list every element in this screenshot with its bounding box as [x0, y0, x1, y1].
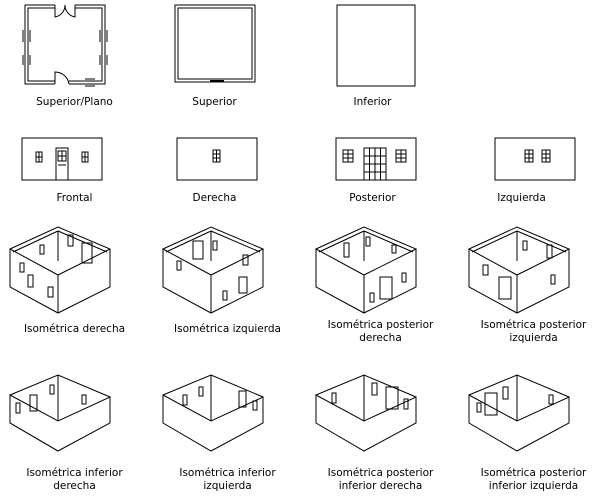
view-iso-inferior-izquierda[interactable]: Isométrica inferior izquierda — [153, 375, 302, 497]
iso-right-drawing — [0, 215, 149, 315]
iso-rear-bottom-right-drawing — [306, 375, 455, 460]
view-label: Isométrica posterior inferior derecha — [327, 467, 434, 492]
view-label: Isométrica derecha — [23, 323, 126, 335]
view-label: Isométrica inferior derecha — [26, 467, 123, 492]
iso-bottom-left-drawing — [153, 375, 302, 460]
view-izquierda[interactable]: Izquierda — [447, 130, 596, 210]
floor-plan-drawing — [0, 3, 149, 90]
view-posterior[interactable]: Posterior — [298, 130, 447, 210]
view-label: Superior — [192, 96, 237, 108]
iso-rear-bottom-left-drawing — [459, 375, 596, 460]
view-iso-izquierda[interactable]: Isométrica izquierda — [153, 215, 302, 345]
view-iso-posterior-inferior-derecha[interactable]: Isométrica posterior inferior derecha — [306, 375, 455, 497]
iso-left-drawing — [153, 215, 302, 315]
view-label: Posterior — [349, 192, 396, 204]
iso-rear-right-drawing — [306, 215, 455, 315]
view-label: Isométrica posterior izquierda — [480, 319, 587, 344]
view-label: Isométrica inferior izquierda — [179, 467, 276, 492]
bottom-view-drawing — [298, 0, 447, 90]
iso-bottom-right-drawing — [0, 375, 149, 460]
view-iso-derecha[interactable]: Isométrica derecha — [0, 215, 149, 345]
right-elevation-drawing — [140, 130, 289, 190]
view-label: Izquierda — [497, 192, 546, 204]
view-iso-posterior-inferior-izquierda[interactable]: Isométrica posterior inferior izquierda — [459, 375, 596, 497]
view-label: Frontal — [56, 192, 93, 204]
view-frontal[interactable]: Frontal — [0, 130, 149, 210]
view-label: Derecha — [192, 192, 237, 204]
view-label: Isométrica posterior inferior izquierda — [480, 467, 587, 492]
view-label: Inferior — [353, 96, 392, 108]
iso-rear-left-drawing — [459, 215, 596, 315]
view-iso-posterior-derecha[interactable]: Isométrica posterior derecha — [306, 215, 455, 345]
left-elevation-drawing — [447, 130, 596, 190]
view-superior[interactable]: Superior — [140, 0, 289, 120]
view-label: Isométrica posterior derecha — [327, 319, 434, 344]
view-label: Isométrica izquierda — [174, 323, 281, 335]
rear-elevation-drawing — [298, 130, 447, 190]
front-elevation-drawing — [0, 130, 149, 190]
view-derecha[interactable]: Derecha — [140, 130, 289, 210]
top-view-drawing — [140, 0, 289, 90]
view-label: Superior/Plano — [36, 96, 113, 108]
view-superior-plano[interactable]: Superior/Plano — [0, 0, 149, 120]
view-iso-inferior-derecha[interactable]: Isométrica inferior derecha — [0, 375, 149, 497]
view-iso-posterior-izquierda[interactable]: Isométrica posterior izquierda — [459, 215, 596, 345]
view-inferior[interactable]: Inferior — [298, 0, 447, 120]
